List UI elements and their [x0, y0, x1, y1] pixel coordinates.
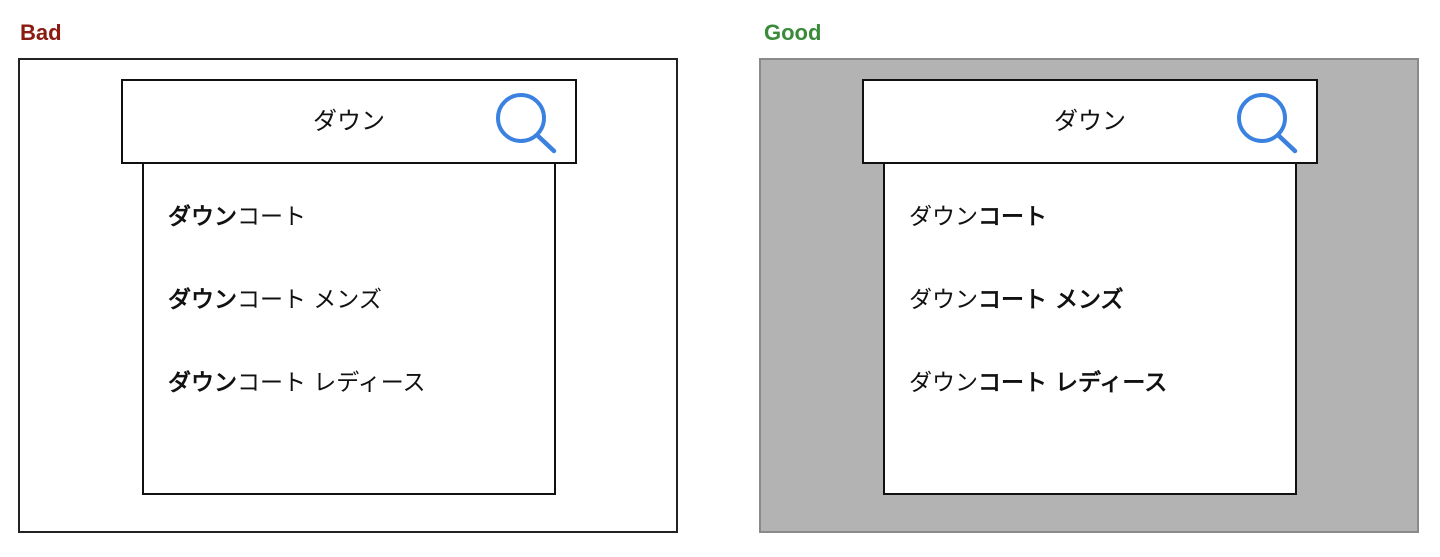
suggestion-completion-text: コート メンズ [978, 287, 1124, 313]
suggestion-item[interactable]: ダウンコート レディース [168, 368, 426, 398]
suggestion-dropdown: ダウンコート ダウンコート メンズ ダウンコート レディース [883, 162, 1297, 495]
search-box[interactable]: ダウン [121, 79, 577, 164]
search-query-text: ダウン [1054, 107, 1126, 135]
suggestion-match-text: ダウン [168, 370, 237, 396]
search-box[interactable]: ダウン [862, 79, 1318, 164]
suggestion-rest-text: コート メンズ [237, 287, 382, 313]
search-icon[interactable] [1232, 90, 1302, 156]
good-title: Good [764, 20, 822, 45]
suggestion-query-text: ダウン [909, 287, 978, 313]
bad-example-frame: ダウン ダウンコート ダウンコート メンズ ダウンコート レディース [18, 58, 678, 533]
bad-title: Bad [20, 20, 62, 45]
suggestion-query-text: ダウン [909, 204, 978, 230]
suggestion-completion-text: コート レディース [978, 370, 1168, 396]
suggestion-query-text: ダウン [909, 370, 978, 396]
suggestion-item[interactable]: ダウンコート メンズ [909, 285, 1124, 315]
search-icon[interactable] [491, 90, 561, 156]
suggestion-match-text: ダウン [168, 204, 237, 230]
good-example-frame: ダウン ダウンコート ダウンコート メンズ ダウンコート レディース [759, 58, 1419, 533]
suggestion-match-text: ダウン [168, 287, 237, 313]
suggestion-rest-text: コート レディース [237, 370, 426, 396]
suggestion-rest-text: コート [237, 204, 306, 230]
suggestion-completion-text: コート [978, 204, 1047, 230]
suggestion-item[interactable]: ダウンコート [909, 202, 1047, 232]
suggestion-item[interactable]: ダウンコート [168, 202, 306, 232]
search-query-text: ダウン [313, 107, 385, 135]
suggestion-item[interactable]: ダウンコート レディース [909, 368, 1167, 398]
suggestion-dropdown: ダウンコート ダウンコート メンズ ダウンコート レディース [142, 162, 556, 495]
suggestion-item[interactable]: ダウンコート メンズ [168, 285, 382, 315]
